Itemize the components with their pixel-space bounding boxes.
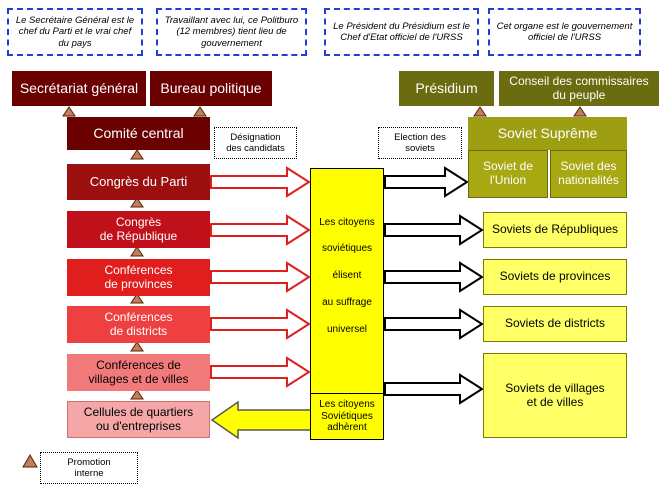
note-government: Cet organe est le gouvernement officiel … (488, 8, 641, 56)
citizens-line-5: universel (326, 324, 368, 335)
note-politburo: Travaillant avec lui, ce Politburo (12 m… (156, 8, 307, 56)
central-committee-box: Comité central (67, 117, 210, 150)
supreme-soviet-box: Soviet Suprême (468, 117, 627, 150)
district-soviets-box: Soviets de districts (483, 306, 627, 342)
citizens-line-4: au suffrage (322, 297, 372, 308)
black-arrow-supreme (384, 166, 469, 198)
province-conferences-box: Conférences de provinces (67, 259, 210, 296)
party-congress-box: Congrès du Parti (67, 164, 210, 200)
promotion-triangles-state (473, 106, 587, 117)
politburo-box: Bureau politique (150, 71, 272, 106)
black-arrow-republics (384, 214, 484, 246)
presidium-box: Présidium (399, 71, 494, 106)
soviet-union-box: Soviet de l'Union (468, 150, 548, 198)
designation-label: Désignation des candidats (214, 127, 297, 159)
citizens-line-3: élisent (332, 270, 362, 281)
citizens-line-2: soviétiques (321, 243, 373, 254)
yellow-arrow-adhere (210, 400, 313, 440)
internal-promotion-label: Promotion interne (40, 452, 138, 484)
red-arrow-provinces (210, 261, 311, 293)
note-president: Le Président du Présidium est le Chef d'… (324, 8, 479, 56)
black-arrow-provinces (384, 261, 484, 293)
republic-soviets-box: Soviets de Républiques (483, 212, 627, 248)
red-arrow-districts (210, 308, 311, 340)
black-arrow-villages (384, 373, 484, 405)
note-secretary: Le Secrétaire Général est le chef du Par… (7, 8, 143, 56)
secretariat-box: Secrétariat général (12, 71, 146, 106)
cells-box: Cellules de quartiers ou d'entreprises (67, 401, 210, 438)
citizens-line-1: Les citoyens (319, 217, 375, 228)
citizens-adhere-box: Les citoyens Soviétiques adhèrent (310, 393, 384, 440)
council-box: Conseil des commissaires du peuple (499, 71, 659, 106)
soviet-nationalities-box: Soviet des nationalités (550, 150, 627, 198)
red-arrow-congress (210, 166, 311, 198)
province-soviets-box: Soviets de provinces (483, 259, 627, 295)
legend-triangle-icon (22, 454, 38, 468)
village-soviets-box: Soviets de villages et de villes (483, 353, 627, 438)
black-arrow-districts (384, 308, 484, 340)
republic-congress-box: Congrès de République (67, 211, 210, 248)
village-conferences-box: Conférences de villages et de villes (67, 354, 210, 391)
district-conferences-box: Conférences de districts (67, 306, 210, 343)
promotion-triangles-party (62, 106, 207, 400)
red-arrow-villages (210, 356, 311, 388)
election-label: Election des soviets (378, 127, 462, 159)
red-arrow-republic (210, 214, 311, 246)
